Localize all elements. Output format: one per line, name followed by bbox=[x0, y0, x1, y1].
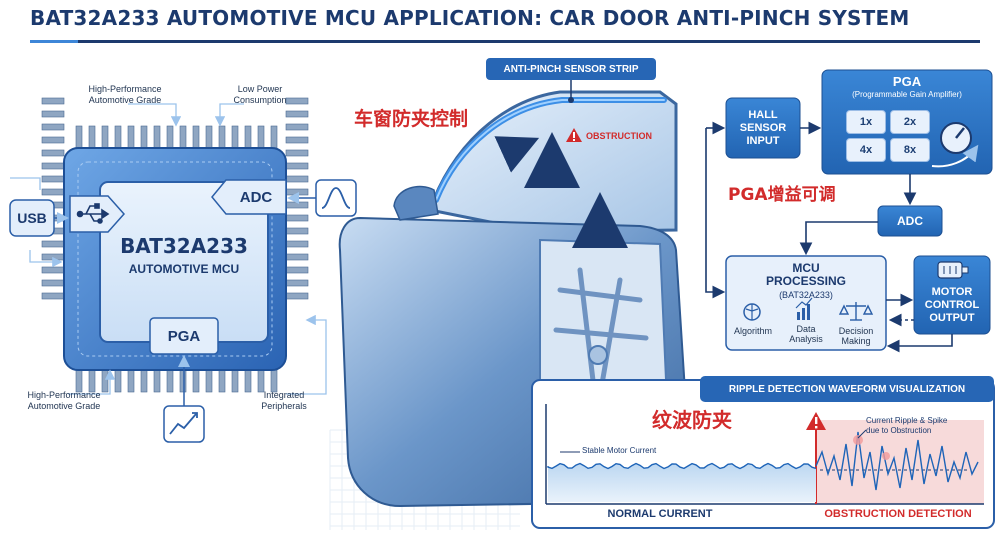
motor-control-output-box: MOTOR CONTROL OUTPUT bbox=[924, 286, 980, 324]
gain-option-2x: 2x bbox=[890, 110, 930, 134]
chip-subtitle: AUTOMOTIVE MCU bbox=[128, 262, 240, 276]
mcu-processing-subtitle: (BAT32A233) bbox=[779, 290, 833, 300]
gain-option-8x: 8x bbox=[890, 138, 930, 162]
mcu-item-decision-making: Decision Making bbox=[838, 326, 874, 346]
mcu-chip-illustration bbox=[41, 97, 309, 393]
sine-wave-icon bbox=[321, 187, 351, 209]
sensor-strip-label: ANTI-PINCH SENSOR STRIP bbox=[503, 63, 639, 75]
gain-option-4x: 4x bbox=[846, 138, 886, 162]
ripple-anti-pinch-cn-label: 纹波防夹 bbox=[652, 408, 732, 432]
pga-subtitle: (Programmable Gain Amplifier) bbox=[852, 90, 962, 99]
mcu-item-data-analysis: Data Analysis bbox=[789, 324, 823, 344]
mcu-item-algorithm: Algorithm bbox=[733, 326, 772, 336]
chip-pga-label: PGA bbox=[167, 327, 201, 345]
callout-low-power: Low Power Consumption bbox=[233, 84, 287, 105]
flow-adc-box: ADC bbox=[897, 214, 923, 228]
line-graph-icon bbox=[169, 412, 198, 435]
pga-gain-adjustable-cn-label: PGA增益可调 bbox=[728, 185, 836, 205]
usb-icon bbox=[76, 203, 110, 224]
brain-icon bbox=[743, 303, 761, 321]
callout-high-performance-bottom: High-Performance Automotive Grade bbox=[27, 390, 101, 411]
callout-high-performance-top: High-Performance Automotive Grade bbox=[88, 84, 162, 105]
spike-label: Current Ripple & Spike due to Obstructio… bbox=[866, 416, 948, 435]
warning-icon bbox=[566, 128, 582, 142]
stable-current-label: Stable Motor Current bbox=[582, 446, 657, 455]
usb-label: USB bbox=[17, 210, 47, 226]
balance-scale-icon bbox=[838, 302, 874, 321]
strip-label-box bbox=[486, 58, 656, 80]
ripple-waveform-panel bbox=[531, 376, 995, 529]
gain-option-1x: 1x bbox=[846, 110, 886, 134]
signal-flow-diagram bbox=[705, 69, 993, 353]
waveform-title: RIPPLE DETECTION WAVEFORM VISUALIZATION bbox=[728, 383, 966, 395]
obstruction-detection-label: OBSTRUCTION DETECTION bbox=[824, 508, 972, 520]
title-underline bbox=[30, 40, 980, 43]
normal-current-label: NORMAL CURRENT bbox=[607, 508, 713, 520]
obstruction-label: OBSTRUCTION bbox=[586, 131, 652, 141]
hall-sensor-input-box: HALL SENSOR INPUT bbox=[739, 108, 787, 147]
gear-dial-icon bbox=[931, 122, 979, 168]
callout-leaders bbox=[10, 103, 327, 395]
mcu-processing-title: MCU PROCESSING bbox=[765, 261, 846, 288]
page-title: BAT32A233 AUTOMOTIVE MCU APPLICATION: CA… bbox=[30, 6, 910, 30]
pga-title: PGA bbox=[892, 74, 922, 89]
chip-pins bbox=[41, 97, 309, 393]
chip-name: BAT32A233 bbox=[120, 234, 248, 258]
warning-icon bbox=[806, 412, 826, 430]
bar-chart-icon bbox=[795, 297, 813, 320]
window-anti-pinch-cn-label: 车窗防夹控制 bbox=[354, 108, 469, 130]
motor-icon bbox=[937, 261, 969, 279]
title-underline-accent bbox=[30, 40, 78, 43]
callout-integrated-peripherals: Integrated Peripherals bbox=[261, 390, 307, 411]
chip-adc-label: ADC bbox=[239, 188, 273, 206]
